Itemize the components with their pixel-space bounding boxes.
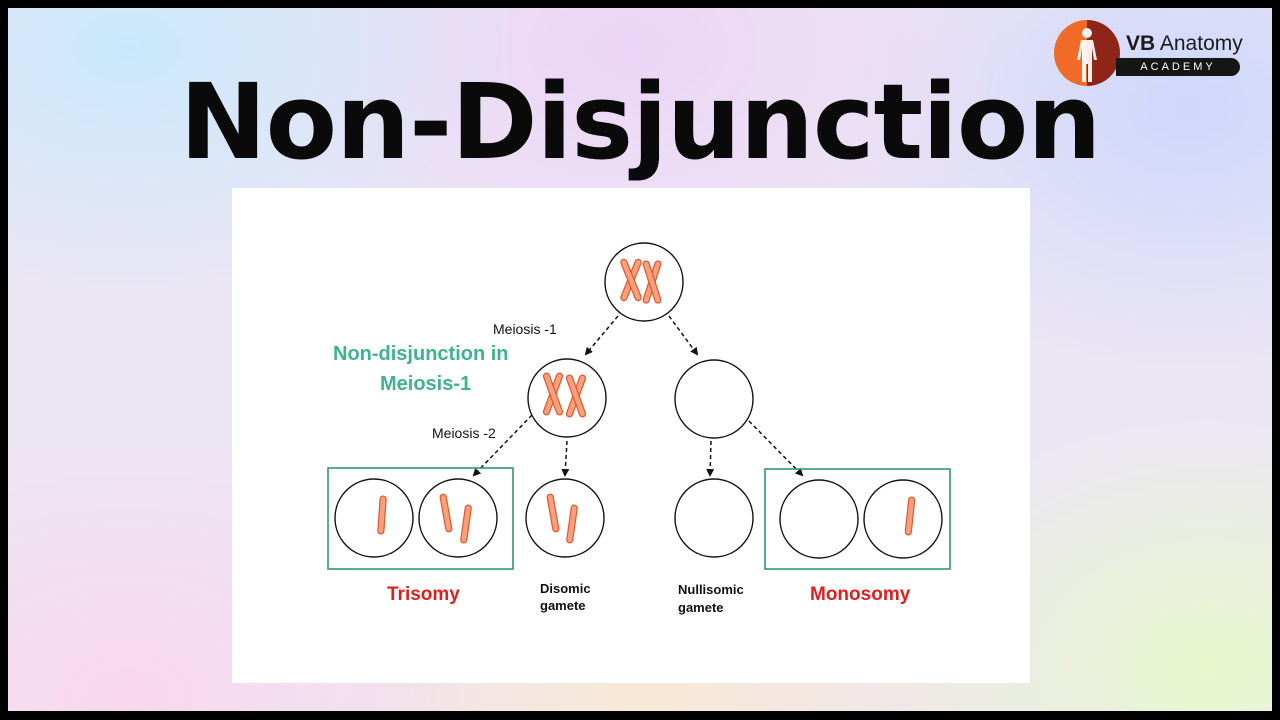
diagram-panel: Meiosis -1 Non-disjunction in Meiosis-1 …	[232, 188, 1030, 683]
nullisomic-label-line2: gamete	[678, 600, 724, 615]
parent-cell	[604, 242, 684, 322]
trisomy-cell-1	[334, 478, 414, 558]
nondisjunction-diagram: Meiosis -1 Non-disjunction in Meiosis-1 …	[327, 242, 951, 615]
disomic-label-line1: Disomic	[540, 581, 591, 596]
trisomy-label: Trisomy	[387, 584, 460, 605]
logo-emblem	[1054, 20, 1120, 86]
arrow-right-to-monosomy	[748, 420, 804, 477]
trisomy-cell-2	[418, 478, 498, 558]
logo: VB Anatomy ACADEMY	[1054, 20, 1254, 90]
trisomy-box	[327, 467, 514, 570]
monosomy-label: Monosomy	[810, 584, 911, 605]
nondisjunction-label-line1: Non-disjunction in	[333, 343, 509, 365]
right-daughter-cell	[674, 359, 754, 439]
monosomy-box	[764, 468, 951, 570]
page-title: Non-Disjunction	[179, 61, 1102, 183]
disomic-gamete-cell	[525, 478, 605, 558]
meiosis-2-label: Meiosis -2	[432, 425, 496, 441]
monosomy-cell-2	[863, 479, 943, 559]
chromosome-pair	[620, 258, 642, 302]
meiosis-1-label: Meiosis -1	[493, 321, 557, 337]
arrow-parent-left	[584, 315, 619, 356]
logo-brand: VB Anatomy	[1126, 32, 1243, 56]
arrow-right-to-nullisomic	[706, 440, 715, 477]
nullisomic-label-line1: Nullisomic	[678, 582, 744, 597]
logo-brand-rest: Anatomy	[1159, 32, 1243, 55]
chromosome-pair	[642, 260, 662, 304]
left-daughter-cell	[527, 358, 607, 438]
nondisjunction-label-line2: Meiosis-1	[380, 373, 471, 395]
logo-academy-badge: ACADEMY	[1116, 58, 1240, 76]
logo-brand-bold: VB	[1126, 32, 1156, 55]
arrow-parent-right	[668, 315, 699, 356]
chromosome-pair	[565, 374, 587, 418]
arrow-left-to-trisomy	[472, 414, 533, 477]
arrow-left-to-disomic	[561, 440, 570, 477]
disomic-label-line2: gamete	[540, 598, 586, 613]
chromosome-pair	[542, 372, 564, 416]
human-figure-icon	[1077, 28, 1097, 82]
nullisomic-gamete-cell	[674, 478, 754, 558]
monosomy-cell-1	[779, 479, 859, 559]
